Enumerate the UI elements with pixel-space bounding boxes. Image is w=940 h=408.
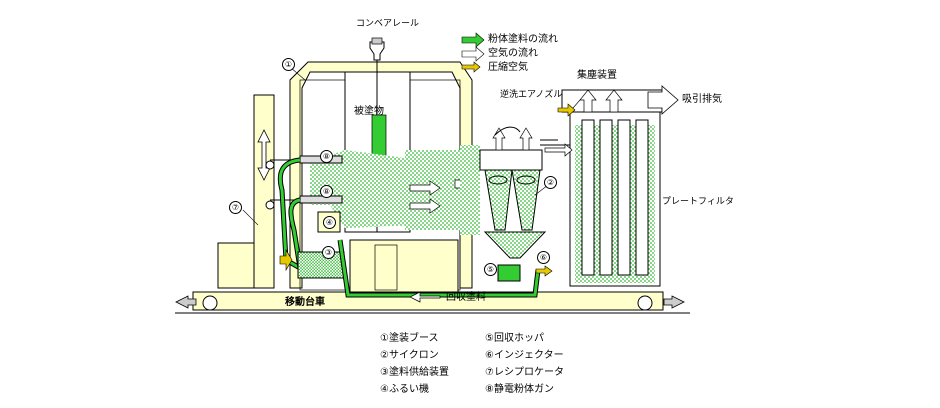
callout-8a: ⑧ xyxy=(320,150,333,163)
backwash-nozzle-label: 逆洗エアノズル xyxy=(500,90,563,100)
part-2: ②サイクロン xyxy=(380,350,439,361)
part-8: ⑧静電粉体ガン xyxy=(485,384,554,395)
workpiece-label: 被塗物 xyxy=(354,106,384,117)
conveyor-rail-label: コンベアレール xyxy=(356,19,420,29)
moving-cart xyxy=(175,291,685,311)
callout-2: ② xyxy=(544,176,557,189)
moving-cart-label: 移動台車 xyxy=(285,297,325,308)
legend-compressed-air: 圧縮空気 xyxy=(488,62,528,73)
part-1: ①塗装ブース xyxy=(380,333,439,344)
dust-collector xyxy=(557,85,679,287)
dust-collector-label: 集塵装置 xyxy=(577,70,617,81)
cyclones xyxy=(479,126,558,231)
plate-filter-label: プレートフィルタ xyxy=(662,197,734,207)
callout-3: ③ xyxy=(322,246,335,259)
callout-5: ⑤ xyxy=(484,263,497,276)
powder-cloud xyxy=(310,150,420,228)
recovered-paint-label: 回収塗料 xyxy=(446,292,486,303)
part-3: ③塗料供給装置 xyxy=(380,367,449,378)
recovery-hopper xyxy=(483,231,553,282)
part-4: ④ふるい機 xyxy=(380,384,429,395)
reciprocator xyxy=(217,94,275,289)
powder-hoses xyxy=(277,157,303,271)
legend-powder-flow: 粉体塗料の流れ xyxy=(488,34,558,45)
legend-air-flow: 空気の流れ xyxy=(488,48,538,59)
callout-7: ⑦ xyxy=(229,201,242,214)
part-7: ⑦レシプロケータ xyxy=(485,367,564,378)
exhaust-label: 吸引排気 xyxy=(682,94,722,105)
part-6: ⑥インジェクター xyxy=(485,350,564,361)
part-5: ⑤回収ホッパ xyxy=(485,333,544,344)
callout-8b: ⑧ xyxy=(320,185,333,198)
legend-symbols xyxy=(461,32,485,73)
callout-6a: ⑥ xyxy=(537,251,550,264)
paint-supply xyxy=(279,211,345,279)
callout-1: ① xyxy=(282,58,295,71)
callout-4: ④ xyxy=(323,216,336,229)
